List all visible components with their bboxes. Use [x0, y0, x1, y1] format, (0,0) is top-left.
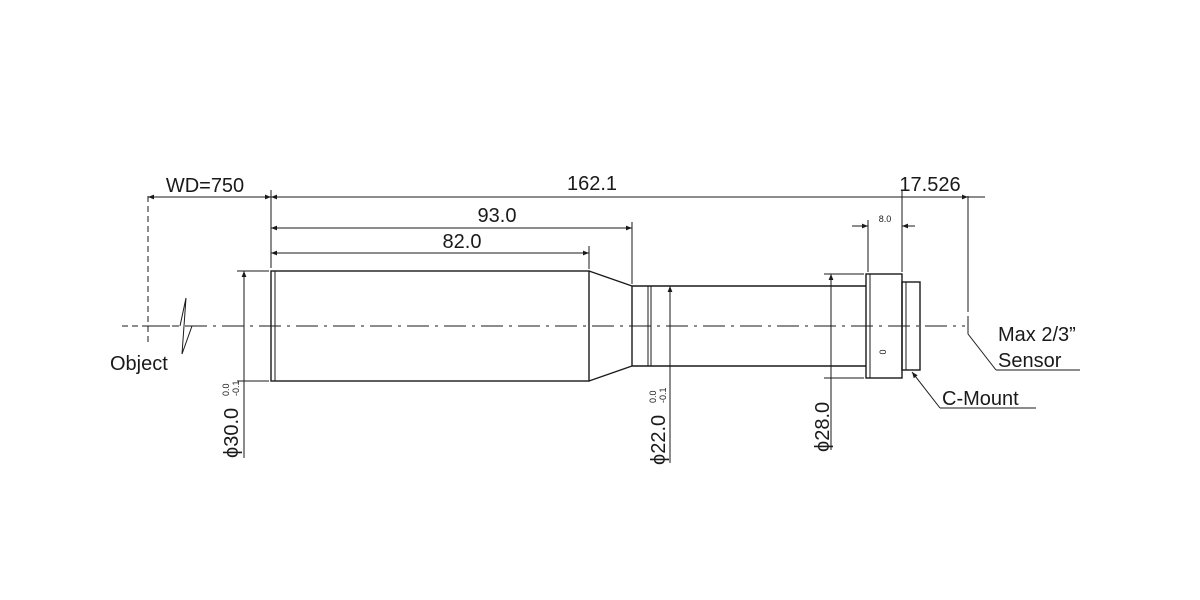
svg-text:ϕ28.0: ϕ28.0: [812, 402, 834, 452]
mount-label: C-Mount: [942, 388, 1019, 410]
svg-text:ϕ22.0: ϕ22.0: [648, 415, 670, 465]
diameter-mid-tol-upper: 0.0: [648, 390, 658, 403]
mount-width-value: 8.0: [879, 214, 892, 224]
flange-back-value: 17.526: [899, 174, 960, 196]
total-length-value: 162.1: [567, 173, 617, 195]
diameter-front-value: 30.0: [221, 408, 243, 447]
diameter-front-symbol: ϕ: [221, 447, 243, 458]
sensor-label-line2: Sensor: [998, 350, 1062, 372]
mount-callout: C-Mount: [911, 371, 1036, 410]
diameter-rear-value: 28.0: [812, 402, 834, 441]
dim-length-93: 93.0: [271, 205, 633, 284]
object-label: Object: [110, 353, 168, 375]
sensor-callout: Max 2/3” Sensor: [967, 324, 1080, 372]
length-82-value: 82.0: [443, 231, 482, 253]
dim-total-length: 162.1: [271, 173, 968, 200]
diameter-mid-value: 22.0: [648, 415, 670, 454]
diameter-mid-symbol: ϕ: [648, 454, 670, 465]
dim-flange-back: 17.526: [899, 174, 985, 272]
diameter-front-tol-lower: -0.1: [231, 380, 241, 396]
screw-mark: 0: [878, 349, 888, 354]
dim-diameter-rear: ϕ28.0: [812, 273, 864, 452]
dim-length-82: 82.0: [271, 231, 590, 269]
wd-value: WD=750: [166, 175, 244, 197]
dim-mount-width: 8.0: [852, 214, 915, 272]
sensor-label-line1: Max 2/3”: [998, 324, 1076, 346]
dim-diameter-mid: ϕ22.0 0.0 -0.1: [648, 285, 676, 465]
diameter-rear-symbol: ϕ: [812, 441, 834, 452]
diameter-mid-tol-lower: -0.1: [658, 387, 668, 403]
dim-diameter-front: ϕ30.0 0.0 -0.1: [221, 270, 269, 458]
object-plane: [122, 196, 205, 355]
dim-working-distance: WD=750: [148, 175, 272, 268]
diameter-front-tol-upper: 0.0: [221, 383, 231, 396]
svg-text:ϕ30.0: ϕ30.0: [221, 408, 243, 458]
length-93-value: 93.0: [478, 205, 517, 227]
